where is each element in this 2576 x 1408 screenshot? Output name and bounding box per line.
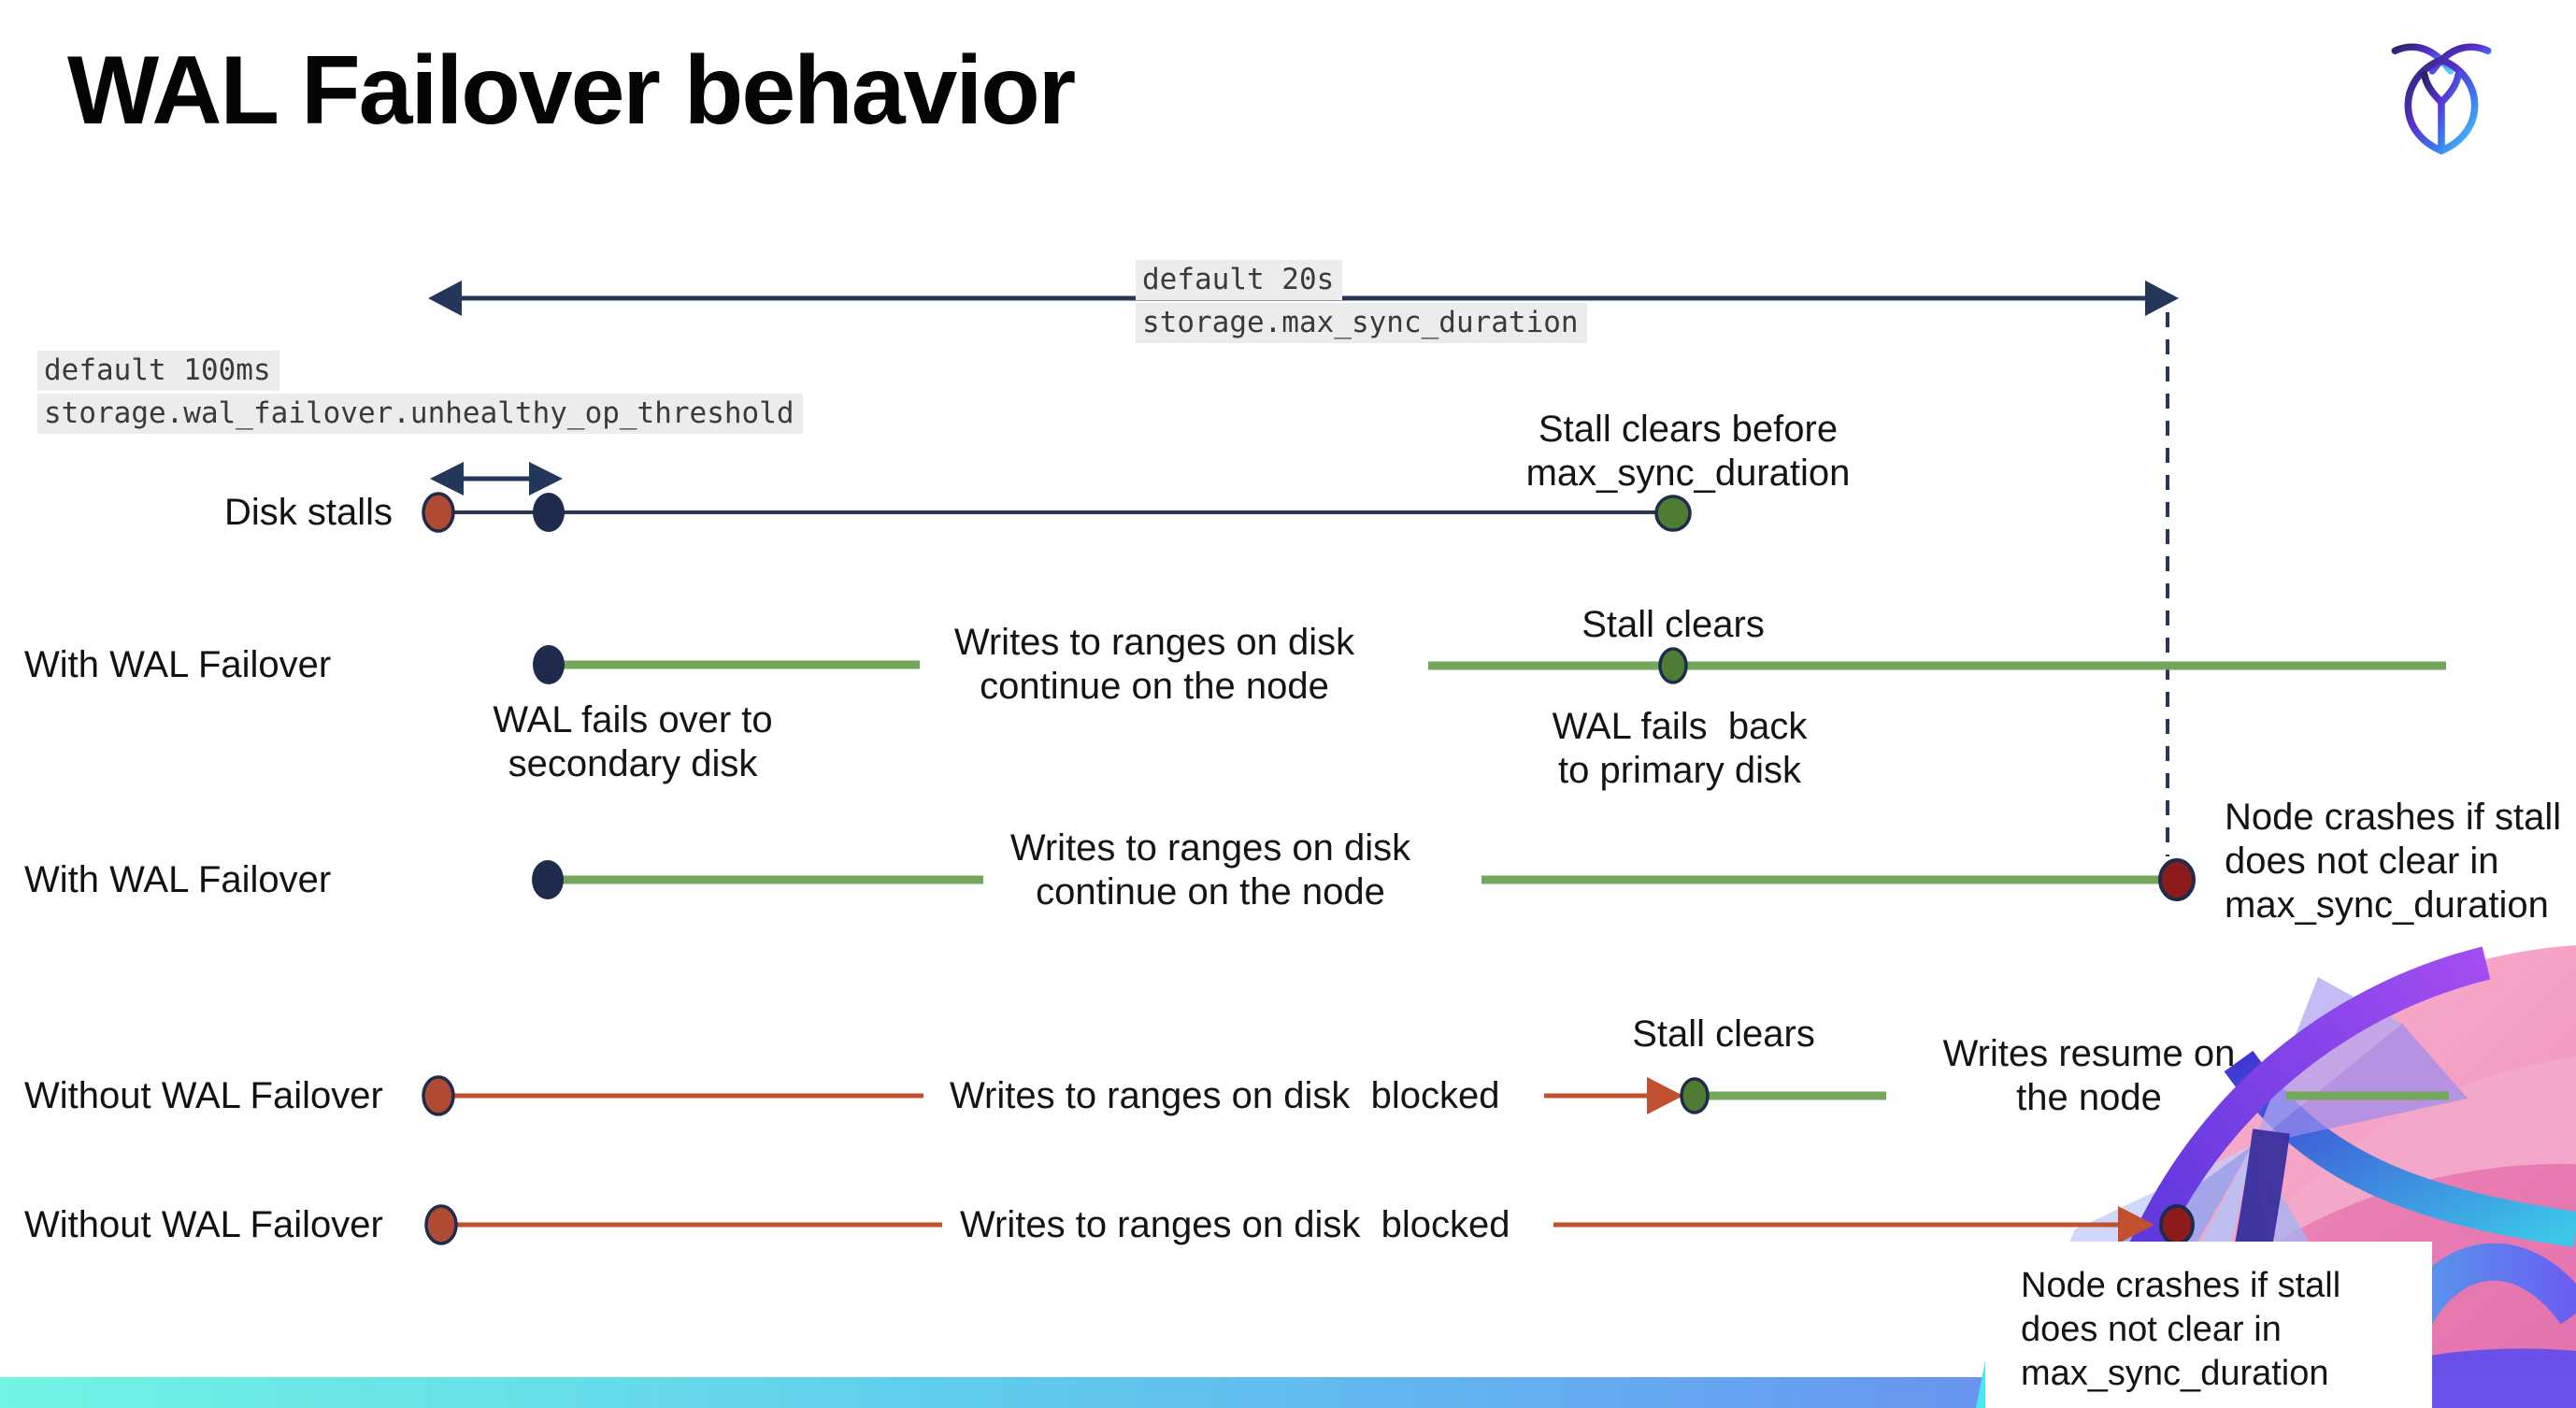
annotation-stall-clears-1: Stall clears [1581, 604, 1765, 645]
max-sync-arrowhead-left-icon [428, 280, 462, 316]
annotation-stall-clears-2: Stall clears [1632, 1013, 1815, 1055]
threshold-reached-dot [533, 493, 565, 532]
annotation-writes-resume: Writes resume on the node [1942, 1033, 2236, 1118]
annotation-node-crashes-1: Node crashes if stall does not clear in … [2225, 797, 2562, 926]
annotation-node-crashes-2: Node crashes if stall does not clear in … [2021, 1266, 2341, 1393]
row-label-with-wal-failover-1: With WAL Failover [24, 644, 332, 685]
max-sync-default-value: default 20s [1136, 260, 1343, 300]
wal1-failover-dot [533, 645, 565, 684]
page-title: WAL Failover behavior [67, 36, 1076, 145]
logo-wing-split [2420, 70, 2463, 152]
max-sync-setting-name: storage.max_sync_duration [1136, 303, 1587, 343]
threshold-setting-name: storage.wal_failover.unhealthy_op_thresh… [37, 394, 803, 434]
wal1-stall-clears-dot [1658, 647, 1688, 684]
nowal2-stall-dot [424, 1204, 458, 1245]
stall-clears-dot [1654, 495, 1692, 532]
nowal2-node-crash-dot [2159, 1204, 2195, 1245]
nowal1-stall-dot [422, 1075, 455, 1116]
threshold-arrowhead-right-icon [529, 462, 563, 496]
disk-stall-start-dot [422, 492, 455, 533]
cockroachdb-logo-icon [2391, 43, 2492, 155]
nowal1-arrowhead-icon [1647, 1077, 1683, 1114]
annotation-writes-blocked-1: Writes to ranges on disk blocked [950, 1075, 1500, 1116]
row-label-with-wal-failover-2: With WAL Failover [24, 859, 332, 900]
annotation-writes-blocked-2: Writes to ranges on disk blocked [960, 1204, 1510, 1245]
row-label-without-wal-failover-2: Without WAL Failover [24, 1204, 383, 1245]
threshold-setting-label: default 100ms storage.wal_failover.unhea… [37, 351, 803, 437]
nowal2-arrowhead-icon [2118, 1206, 2154, 1243]
row-label-without-wal-failover-1: Without WAL Failover [24, 1075, 383, 1116]
annotation-writes-continue-2: Writes to ranges on disk continue on the… [1009, 827, 1411, 912]
node-crash-callout-box: Node crashes if stall does not clear in … [1985, 1242, 2432, 1408]
threshold-default-value: default 100ms [37, 351, 279, 391]
row-label-disk-stalls: Disk stalls [224, 492, 394, 533]
annotation-wal-fails-back: WAL fails back to primary disk [1552, 706, 1808, 791]
nowal1-stall-clears-dot [1680, 1077, 1710, 1114]
annotation-stall-clears-before: Stall clears before max_sync_duration [1525, 409, 1851, 494]
wal2-failover-dot [532, 860, 564, 899]
annotation-wal-fails-over: WAL fails over to secondary disk [493, 699, 773, 784]
wal2-node-crash-dot [2158, 858, 2196, 901]
max-sync-setting-label: default 20s storage.max_sync_duration [1136, 260, 1587, 346]
annotation-writes-continue-1: Writes to ranges on disk continue on the… [953, 622, 1355, 707]
max-sync-arrowhead-right-icon [2145, 280, 2179, 316]
threshold-arrowhead-left-icon [430, 462, 464, 496]
